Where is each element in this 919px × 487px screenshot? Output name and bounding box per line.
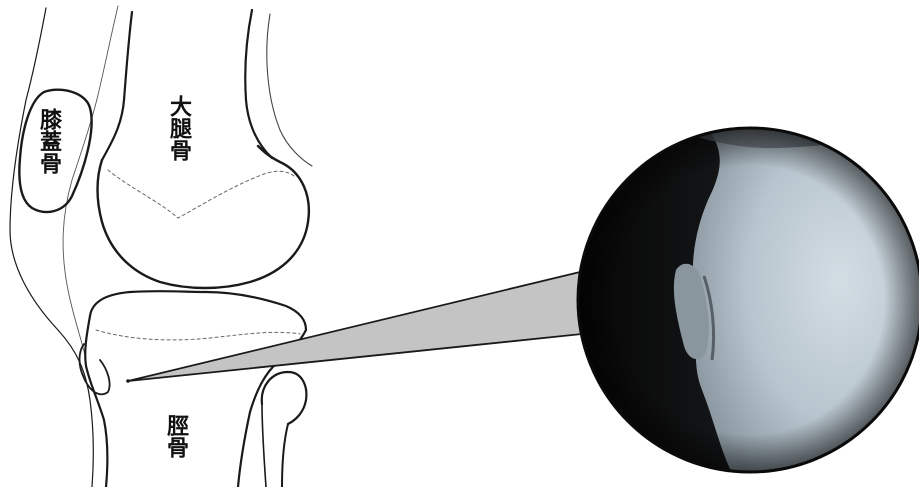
knee-line-drawing	[10, 6, 312, 487]
femur-epiphysis-line	[108, 170, 294, 218]
tibia-epiphysis-line	[96, 330, 300, 340]
label-tibia: 脛骨	[163, 414, 187, 458]
femur-condyle	[98, 146, 309, 288]
fibula-shaft	[282, 424, 288, 487]
tibia-shaft-front	[85, 316, 107, 487]
skin-outline-inner	[63, 6, 118, 360]
label-femur: 大腿骨	[166, 95, 190, 161]
fibula-head	[262, 372, 307, 424]
fibula-shaft-front	[262, 404, 266, 487]
femur-shaft-front	[102, 12, 132, 160]
label-patella: 膝蓋骨	[36, 108, 60, 174]
tibia-plateau	[90, 291, 306, 330]
femur-posterior-line	[267, 14, 312, 166]
skin-outline-front	[10, 8, 93, 487]
